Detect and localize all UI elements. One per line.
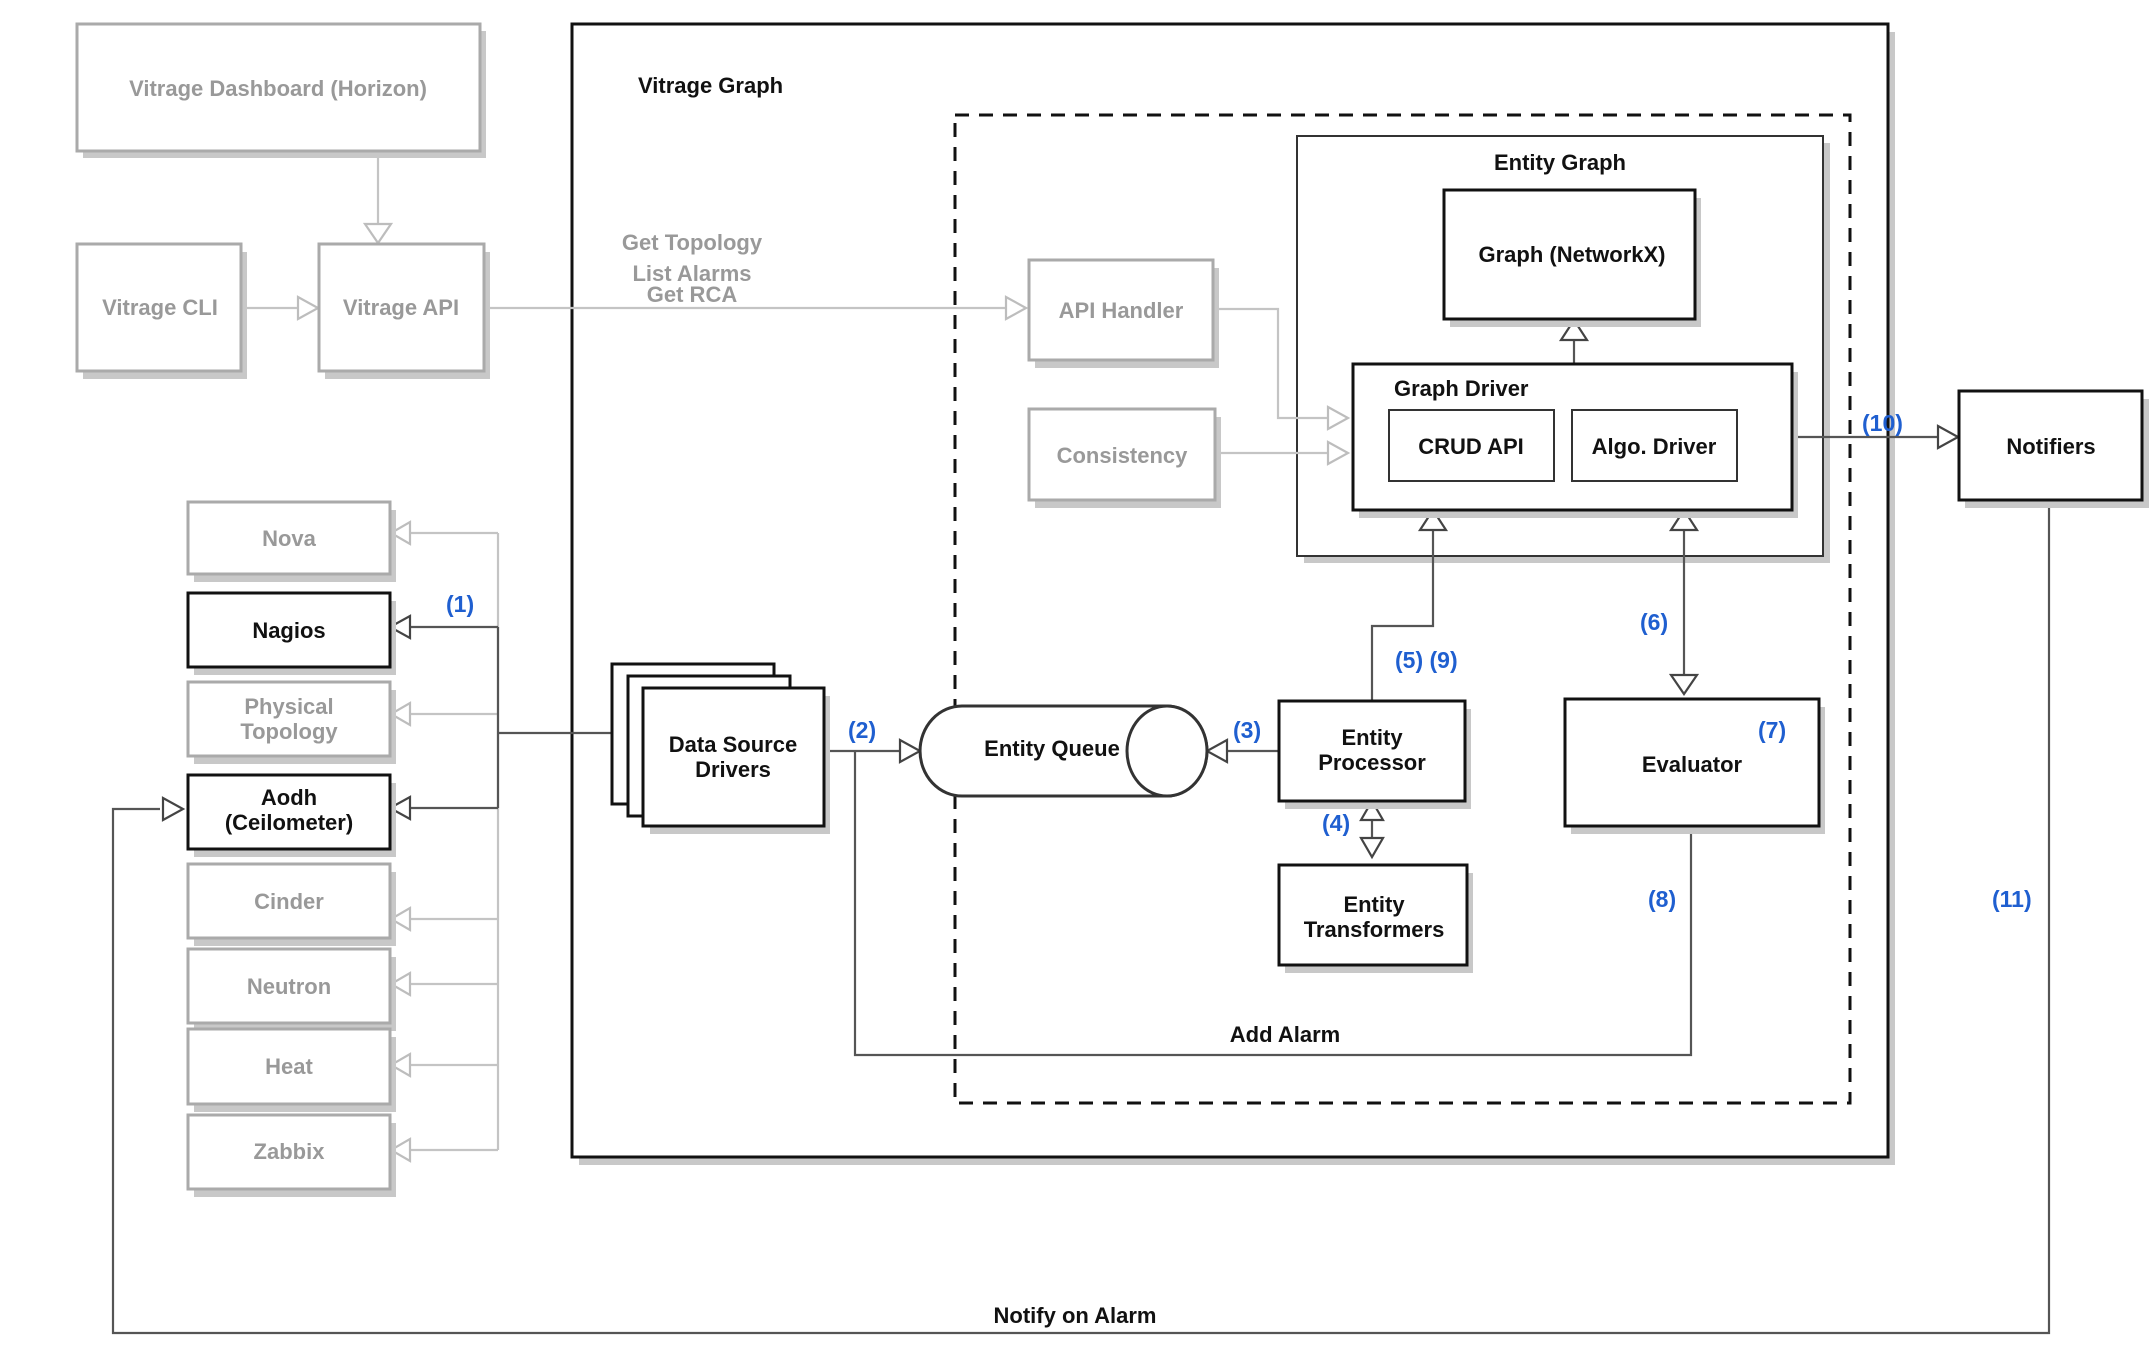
active-datasource-bus — [410, 625, 612, 810]
consistency-label: Consistency — [1057, 443, 1189, 468]
nova-label: Nova — [262, 526, 317, 551]
list-alarms-label: List Alarms — [632, 261, 751, 286]
notifiers-label: Notifiers — [2006, 434, 2095, 459]
api-handler-box[interactable]: API Handler — [1027, 258, 1219, 368]
vitrage-graph-title: Vitrage Graph — [638, 73, 783, 98]
entity-graph-title: Entity Graph — [1494, 150, 1626, 175]
data-source-drivers-label-1: Data Source — [669, 732, 797, 757]
add-alarm-label: Add Alarm — [1230, 1022, 1340, 1047]
step-4-label: (4) — [1322, 810, 1350, 836]
entity-transformers-label-2: Transformers — [1304, 917, 1445, 942]
physical-topology-box[interactable]: Physical Topology — [186, 680, 396, 764]
heat-box[interactable]: Heat — [186, 1027, 396, 1112]
step-3-label: (3) — [1233, 717, 1261, 743]
add-alarm-line — [853, 751, 1693, 1057]
aodh-label-1: Aodh — [261, 785, 317, 810]
physical-topology-label-1: Physical — [244, 694, 333, 719]
crud-api-label: CRUD API — [1418, 434, 1524, 459]
step-6-label: (6) — [1640, 609, 1668, 635]
entity-transformers-label-1: Entity — [1343, 892, 1405, 917]
step-5-9-label: (5) (9) — [1395, 647, 1458, 673]
algo-driver-label: Algo. Driver — [1592, 434, 1717, 459]
get-rca-label: Get RCA — [647, 282, 738, 307]
algo-driver-box[interactable]: Algo. Driver — [1571, 409, 1738, 482]
nagios-label: Nagios — [252, 618, 325, 643]
neutron-box[interactable]: Neutron — [186, 947, 396, 1031]
step-11-label: (11) — [1992, 886, 2032, 912]
processor-to-graph-driver-line — [1370, 530, 1435, 700]
vitrage-api-label: Vitrage API — [343, 295, 459, 320]
api-request-labels: Get Topology List Alarms Get RCA — [622, 230, 763, 307]
vitrage-api-box[interactable]: Vitrage API — [317, 242, 490, 379]
entity-processor-label-1: Entity — [1341, 725, 1403, 750]
crud-api-box[interactable]: CRUD API — [1388, 409, 1555, 482]
step-10-label: (10) — [1862, 410, 1903, 436]
neutron-label: Neutron — [247, 974, 331, 999]
data-source-drivers-stack[interactable]: Data Source Drivers — [610, 662, 830, 834]
step-1-label: (1) — [446, 591, 474, 617]
vitrage-dashboard-label: Vitrage Dashboard (Horizon) — [129, 76, 427, 101]
nova-box[interactable]: Nova — [186, 500, 396, 582]
api-handler-label: API Handler — [1059, 298, 1184, 323]
vitrage-graph-core-region — [953, 113, 1852, 1105]
arrowheads — [161, 222, 1961, 1163]
vitrage-cli-box[interactable]: Vitrage CLI — [75, 242, 247, 379]
evaluator-box[interactable]: Evaluator — [1563, 697, 1825, 834]
graph-networkx-box[interactable]: Graph (NetworkX) — [1442, 188, 1701, 327]
entity-processor-box[interactable]: Entity Processor — [1277, 699, 1471, 809]
step-2-label: (2) — [848, 717, 876, 743]
step-7-label: (7) — [1758, 717, 1786, 743]
notify-on-alarm-label: Notify on Alarm — [994, 1303, 1157, 1328]
physical-topology-label-2: Topology — [240, 719, 338, 744]
vitrage-cli-label: Vitrage CLI — [102, 295, 218, 320]
aodh-label-2: (Ceilometer) — [225, 810, 353, 835]
evaluator-label: Evaluator — [1642, 752, 1743, 777]
zabbix-label: Zabbix — [254, 1139, 326, 1164]
nagios-box[interactable]: Nagios — [186, 591, 396, 675]
get-topology-label: Get Topology — [622, 230, 763, 255]
consistency-box[interactable]: Consistency — [1027, 407, 1221, 508]
entity-transformers-box[interactable]: Entity Transformers — [1277, 863, 1473, 973]
cinder-box[interactable]: Cinder — [186, 862, 396, 946]
notifiers-box[interactable]: Notifiers — [1957, 389, 2149, 508]
inactive-datasource-bus — [410, 531, 500, 1152]
graph-networkx-label: Graph (NetworkX) — [1478, 242, 1665, 267]
data-source-drivers-label-2: Drivers — [695, 757, 771, 782]
vitrage-dashboard-box[interactable]: Vitrage Dashboard (Horizon) — [75, 22, 486, 158]
heat-label: Heat — [265, 1054, 313, 1079]
graph-driver-title: Graph Driver — [1394, 376, 1529, 401]
zabbix-box[interactable]: Zabbix — [186, 1113, 396, 1197]
step-8-label: (8) — [1648, 886, 1676, 912]
aodh-box[interactable]: Aodh (Ceilometer) — [186, 773, 396, 857]
handler-to-graph-driver-line — [1210, 307, 1328, 420]
notify-on-alarm-line — [111, 502, 2051, 1335]
cinder-label: Cinder — [254, 889, 324, 914]
step-numbers: (1) (2) (3) (4) (5) (9) (6) (7) (8) (10)… — [446, 410, 2032, 912]
entity-processor-label-2: Processor — [1318, 750, 1426, 775]
entity-queue-label: Entity Queue — [984, 736, 1120, 761]
entity-queue-cylinder[interactable]: Entity Queue — [918, 704, 1209, 798]
